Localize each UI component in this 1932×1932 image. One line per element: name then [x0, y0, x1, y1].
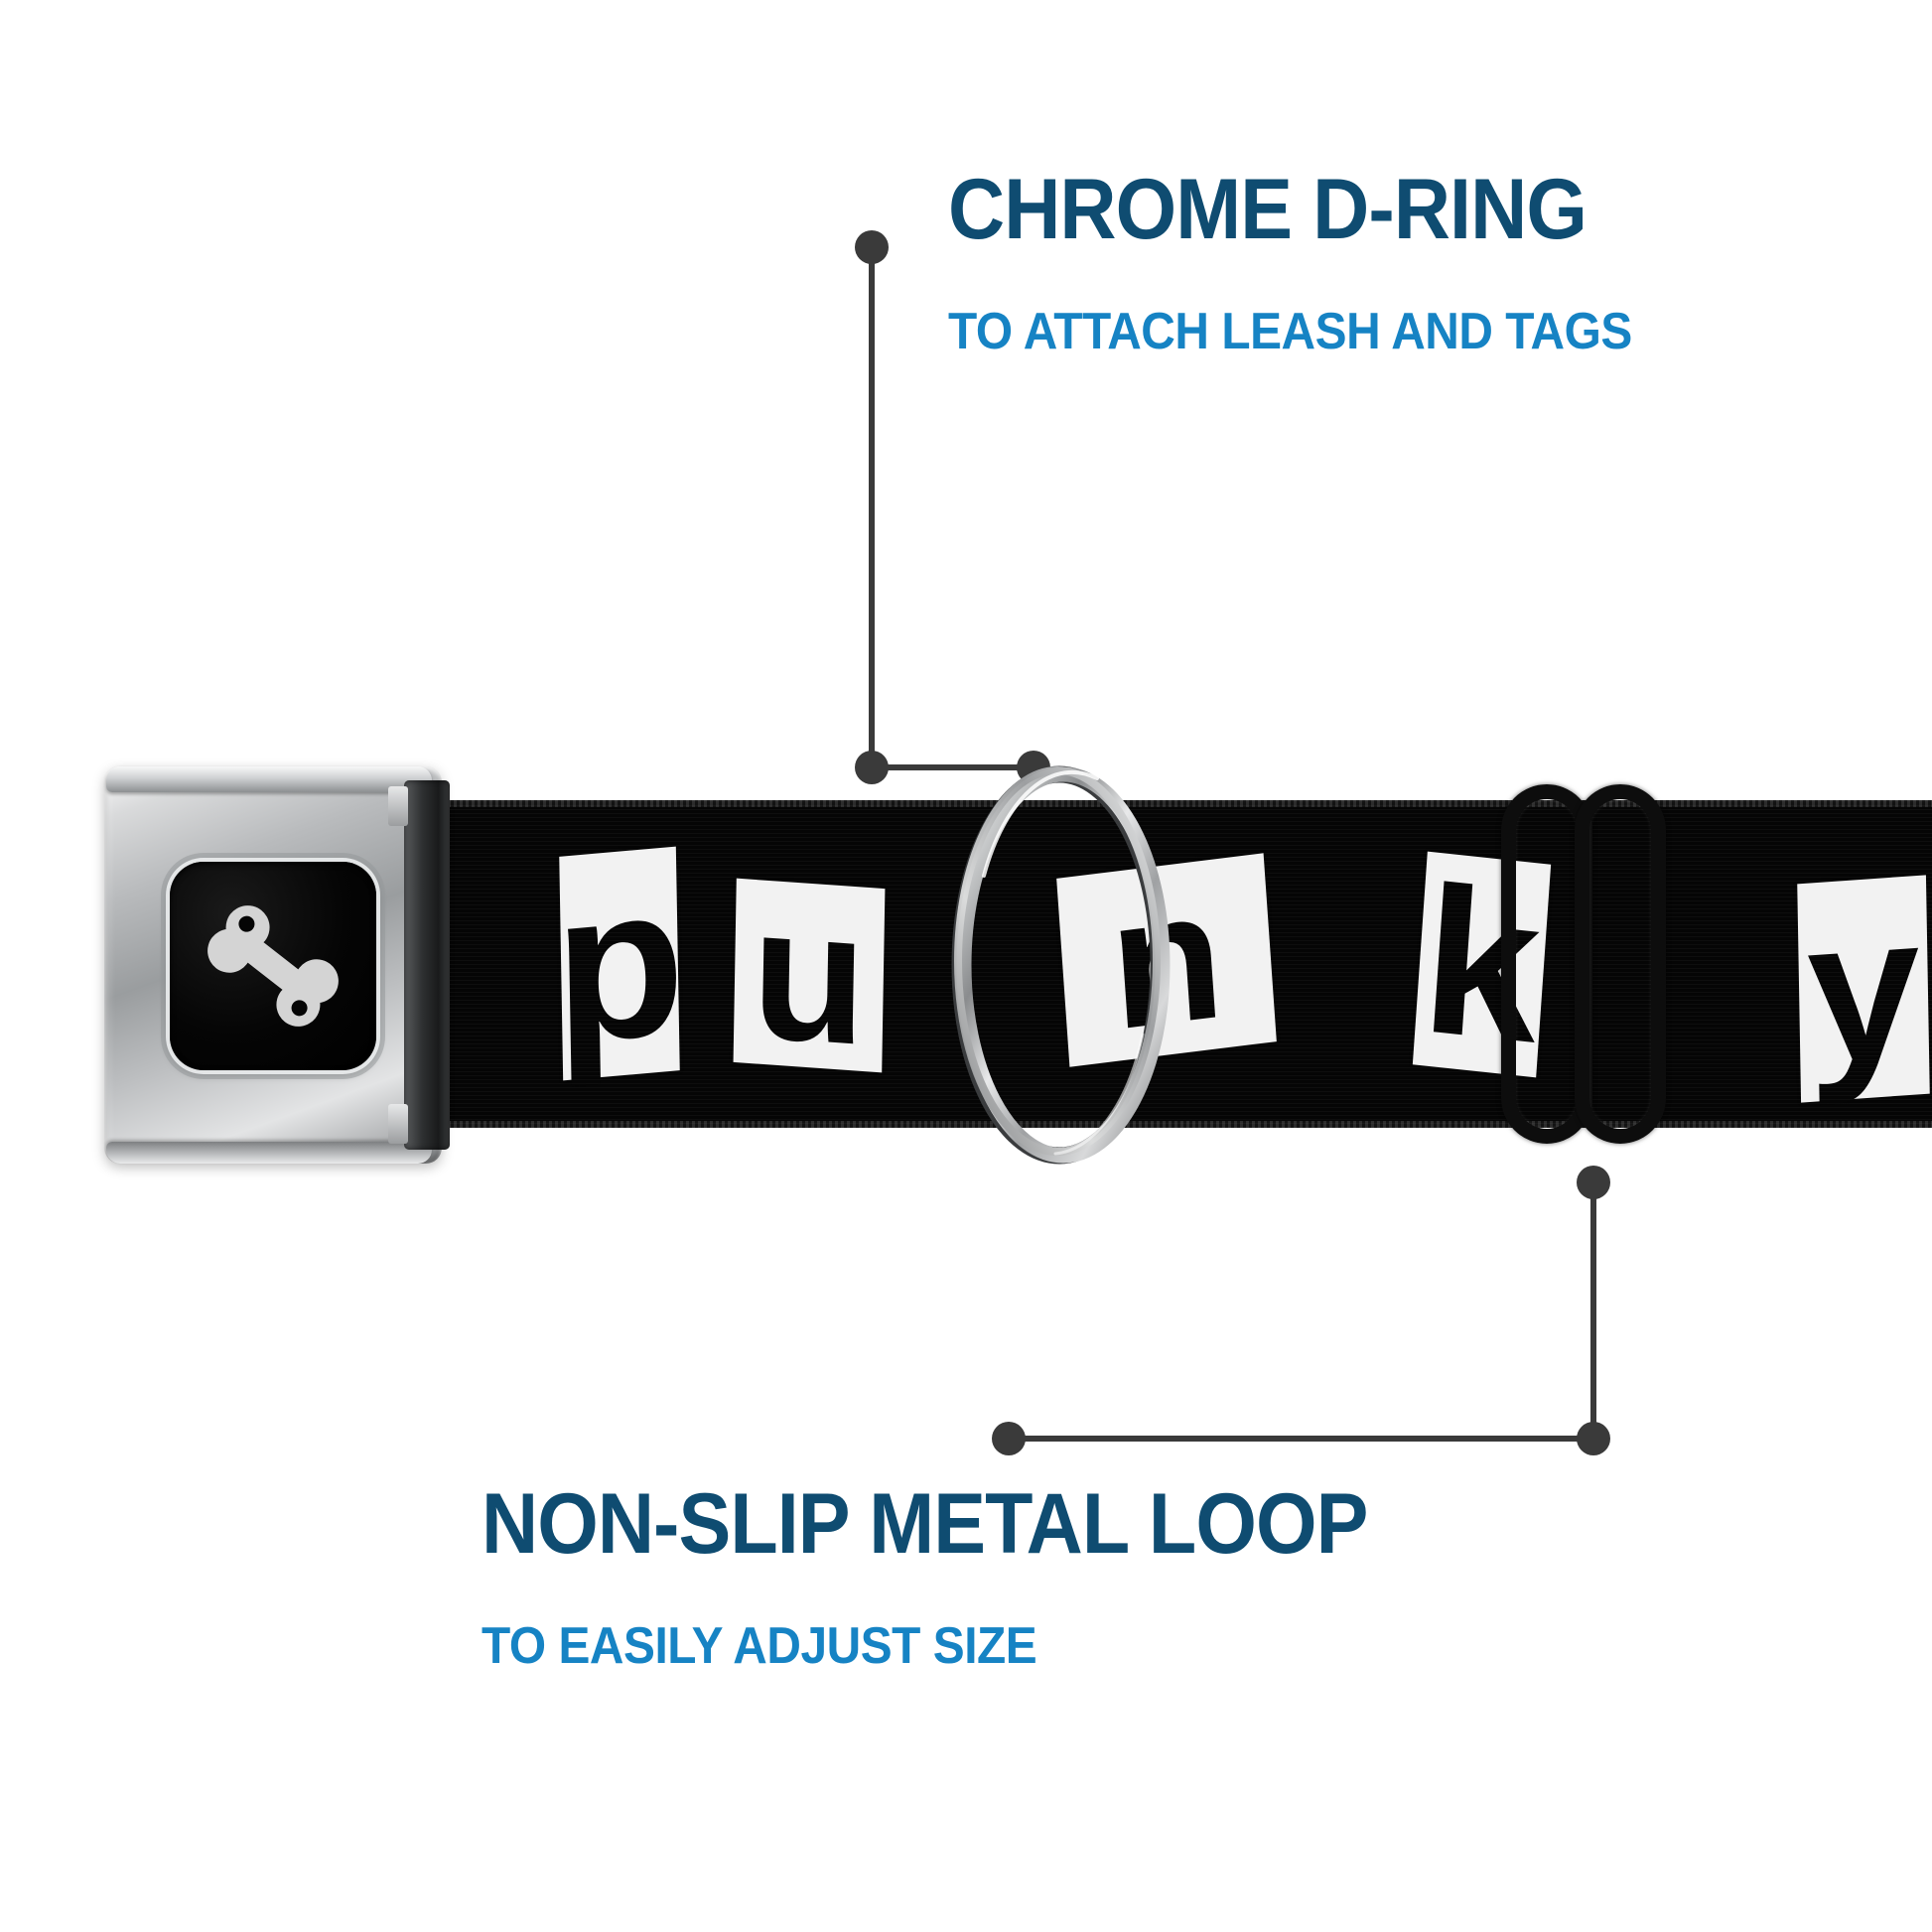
buckle-top-rim — [106, 766, 432, 792]
leader-dot-target-d-ring — [1017, 751, 1050, 784]
callout-title-chrome-d-ring: CHROME D-RING — [948, 162, 1587, 257]
buckle-bottom-rim — [106, 1142, 432, 1164]
non-slip-metal-loop — [1501, 784, 1678, 1144]
buckle-clasp-edge — [404, 780, 450, 1150]
buckle-clasp-tab-bottom — [388, 1104, 408, 1144]
strap-letter: u — [733, 866, 886, 1085]
dog-bone-icon — [207, 905, 339, 1027]
buckle-clasp-tab-top — [388, 786, 408, 826]
leader-line-horizontal-bottom — [1006, 1436, 1591, 1442]
leader-dot-bottom — [992, 1422, 1026, 1455]
callout-subtitle-chrome-d-ring: TO ATTACH LEASH AND TAGS — [948, 303, 1632, 360]
metal-loop-right-bar — [1575, 784, 1666, 1144]
seatbelt-buckle[interactable] — [104, 766, 450, 1164]
strap-letter: n — [1056, 851, 1277, 1068]
strap-letter: y — [1797, 871, 1930, 1107]
buckle-emblem-inset — [170, 862, 376, 1070]
callout-subtitle-non-slip-metal-loop: TO EASILY ADJUST SIZE — [482, 1617, 1037, 1675]
leader-line-horizontal-top — [869, 764, 1034, 770]
leader-line-vertical-top — [869, 246, 875, 766]
callout-title-non-slip-metal-loop: NON-SLIP METAL LOOP — [482, 1476, 1368, 1572]
leader-line-vertical-bottom — [1590, 1181, 1596, 1442]
strap-letter: p — [552, 838, 687, 1089]
